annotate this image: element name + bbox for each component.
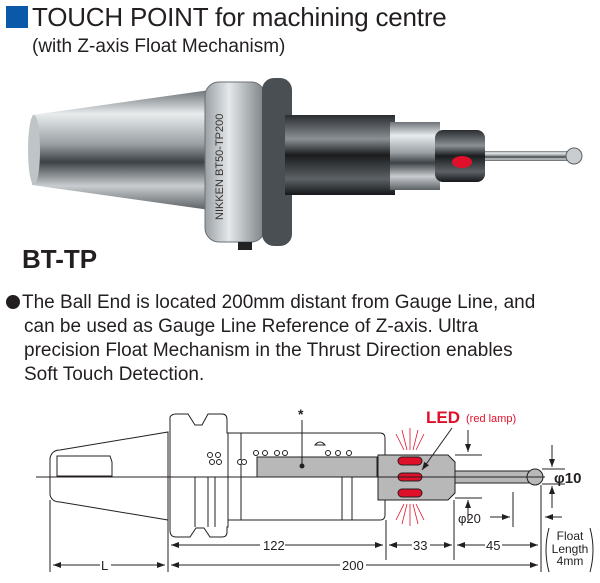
stylus <box>485 151 570 161</box>
description: The Ball End is located 200mm distant fr… <box>6 291 596 387</box>
dim-45: 45 <box>486 538 500 553</box>
float-length-note: Float Length 4mm <box>552 529 589 568</box>
dim-phi20: φ20 <box>458 511 481 526</box>
led-lamp <box>452 156 472 168</box>
float-label-line: Float <box>557 529 584 543</box>
model-name: BT-TP <box>22 244 98 274</box>
led-note: (red lamp) <box>466 413 516 425</box>
technical-drawing: * LED (red lamp) φ20 φ10 122 33 45 200 L… <box>36 406 594 573</box>
dim-phi10: φ10 <box>554 470 581 487</box>
dim-33: 33 <box>413 538 427 553</box>
led-lamp-top <box>397 456 423 466</box>
led-lamp-bottom <box>397 488 423 498</box>
page-title: TOUCH POINT for machining centre <box>32 2 447 32</box>
ball-end <box>565 147 583 165</box>
description-line: precision Float Mechanism in the Thrust … <box>24 340 513 361</box>
page-subtitle: (with Z-axis Float Mechanism) <box>32 36 286 57</box>
bullet-icon <box>6 295 20 309</box>
description-line: Soft Touch Detection. <box>24 364 205 385</box>
asterisk-point <box>299 463 305 469</box>
float-label-line: 4mm <box>557 554 584 568</box>
body <box>285 115 395 195</box>
flange-outline <box>169 413 229 538</box>
asterisk-label: * <box>298 406 304 422</box>
float-label-line: Length <box>552 542 589 556</box>
product-photo: NIKKEN BT50-TP200 <box>28 78 583 250</box>
led-rays <box>395 428 425 526</box>
inner-rod <box>256 456 378 478</box>
led-label: LED <box>426 408 460 427</box>
dim-200: 200 <box>342 558 364 573</box>
description-line: The Ball End is located 200mm distant fr… <box>22 292 536 313</box>
photo-engraving: NIKKEN BT50-TP200 <box>214 114 226 220</box>
section-marker <box>6 6 28 28</box>
taper-shank <box>32 90 210 210</box>
dim-122: 122 <box>263 538 285 553</box>
dim-L: L <box>101 558 108 573</box>
spring-balls <box>207 450 352 465</box>
description-line: can be used as Gauge Line Reference of Z… <box>24 316 479 337</box>
